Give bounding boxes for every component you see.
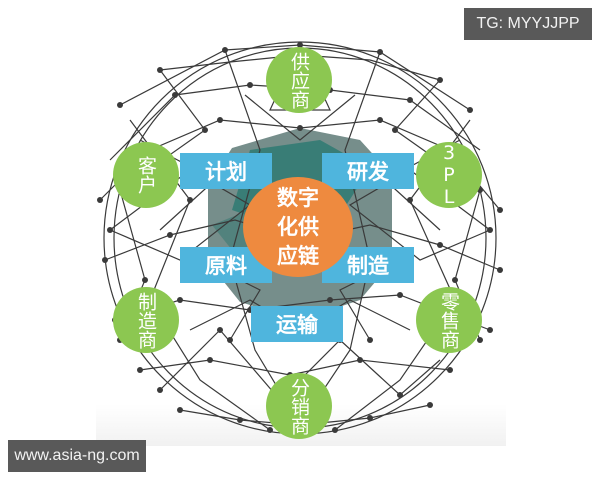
partner-3pl: 3PL xyxy=(416,142,482,208)
partner-manufacturer: 制造商 xyxy=(113,287,179,353)
function-plan: 计划 xyxy=(180,153,272,189)
watermark-top-right: TG: MYYJJPP xyxy=(464,8,592,40)
partner-customer: 客户 xyxy=(113,142,179,208)
partner-supplier: 供应商 xyxy=(266,47,332,113)
function-transport: 运输 xyxy=(251,306,343,342)
watermark-bottom-left: www.asia-ng.com xyxy=(8,440,146,472)
partner-distributor: 分销商 xyxy=(266,373,332,439)
function-manufacturing: 制造 xyxy=(322,247,414,283)
function-rnd: 研发 xyxy=(322,153,414,189)
digital-supply-chain-core: 数字 化供 应链 xyxy=(243,177,353,277)
partner-retailer: 零售商 xyxy=(416,287,482,353)
